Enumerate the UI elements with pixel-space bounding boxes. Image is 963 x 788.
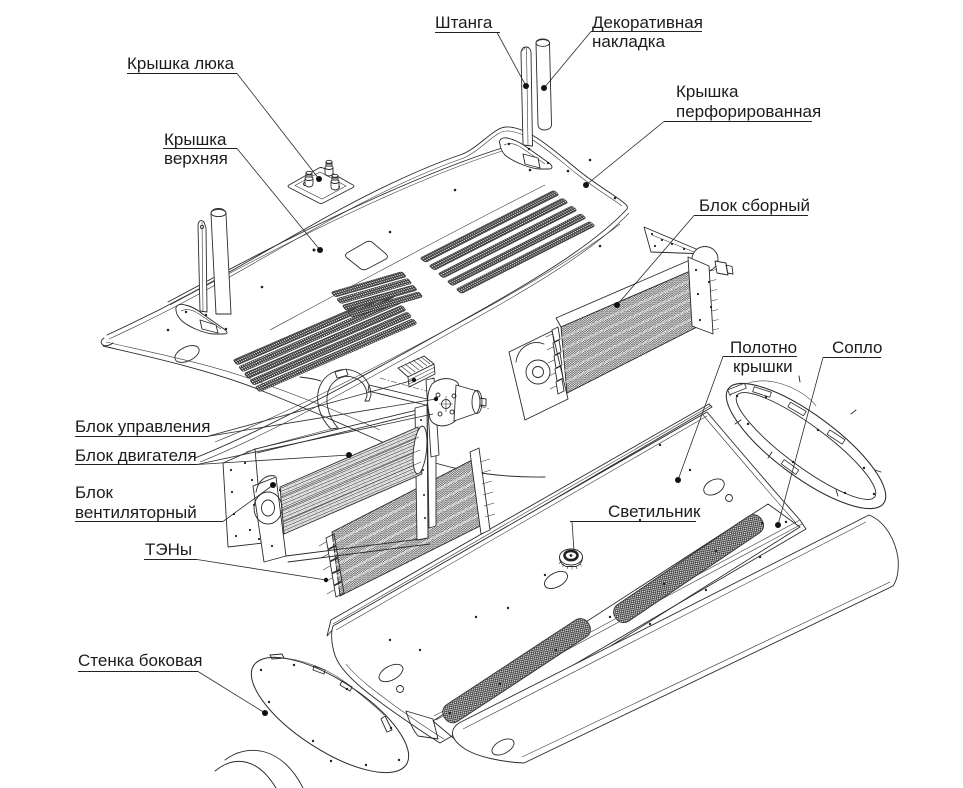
svg-text:Крышка: Крышка <box>164 130 227 149</box>
svg-text:Стенка боковая: Стенка боковая <box>78 651 202 670</box>
svg-text:Штанга: Штанга <box>435 13 493 32</box>
svg-text:верхняя: верхняя <box>164 149 228 168</box>
svg-text:Светильник: Светильник <box>608 502 701 521</box>
svg-text:Крышка: Крышка <box>676 82 739 101</box>
svg-text:Блок двигателя: Блок двигателя <box>75 446 197 465</box>
svg-text:Сопло: Сопло <box>832 338 883 357</box>
svg-text:Крышка люка: Крышка люка <box>127 54 235 73</box>
svg-text:Блок управления: Блок управления <box>75 417 210 436</box>
svg-text:перфорированная: перфорированная <box>676 102 821 121</box>
svg-text:Блок: Блок <box>75 483 114 502</box>
svg-text:вентиляторный: вентиляторный <box>75 503 197 522</box>
svg-text:накладка: накладка <box>592 32 666 51</box>
svg-text:ТЭНы: ТЭНы <box>145 540 192 559</box>
svg-text:Полотно: Полотно <box>730 338 797 357</box>
svg-text:крышки: крышки <box>733 357 793 376</box>
svg-text:Декоративная: Декоративная <box>592 13 703 32</box>
svg-text:Блок сборный: Блок сборный <box>699 196 810 215</box>
